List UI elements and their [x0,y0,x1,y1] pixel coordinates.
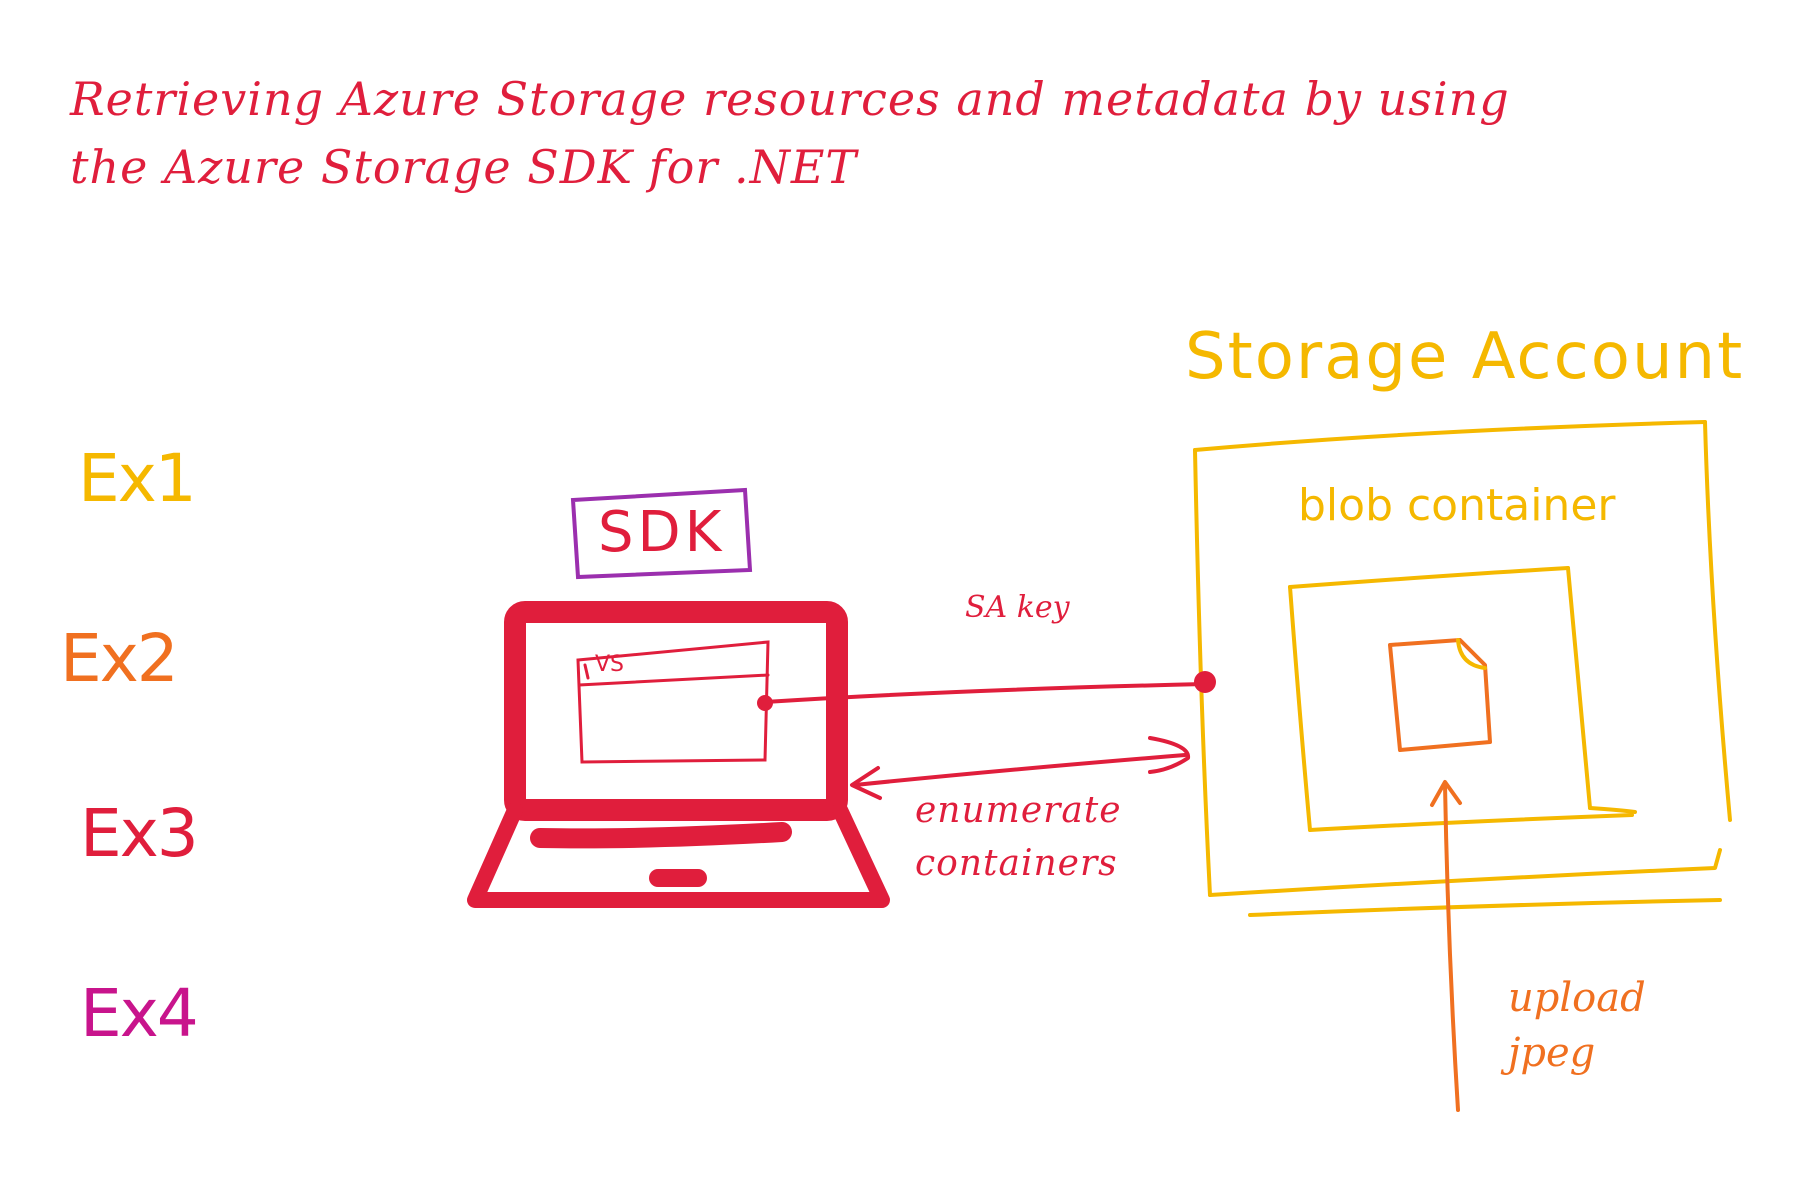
diagram-title-line1: Retrieving Azure Storage resources and m… [70,72,1510,126]
exercise-3-label: Ex3 [80,795,199,872]
connection-dot-storage [1194,671,1216,693]
exercise-4-label: Ex4 [80,975,199,1052]
diagram-title-line2: the Azure Storage SDK for .NET [70,140,858,194]
file-icon [1388,638,1492,752]
vs-window [576,640,770,764]
enumerate-label-line1: enumerate [915,790,1122,831]
connection-dot-vs [757,695,773,711]
laptop-icon [467,601,890,908]
sa-key-connection [763,682,1207,704]
enumerate-arrow [850,736,1191,800]
vs-label: VS [595,652,625,677]
upload-arrow [1430,780,1462,1112]
sa-key-label: SA key [965,590,1070,625]
upload-label-line1: upload [1508,975,1646,1021]
sdk-label: SDK [598,500,726,565]
blob-container-box [1288,566,1637,832]
exercise-1-label: Ex1 [78,440,197,517]
exercise-2-label: Ex2 [60,620,179,697]
enumerate-label-line2: containers [915,843,1118,884]
blob-container-label: blob container [1298,480,1616,531]
sdk-box [570,487,753,580]
upload-label-line2: jpeg [1508,1030,1596,1076]
storage-account-label: Storage Account [1185,320,1745,394]
